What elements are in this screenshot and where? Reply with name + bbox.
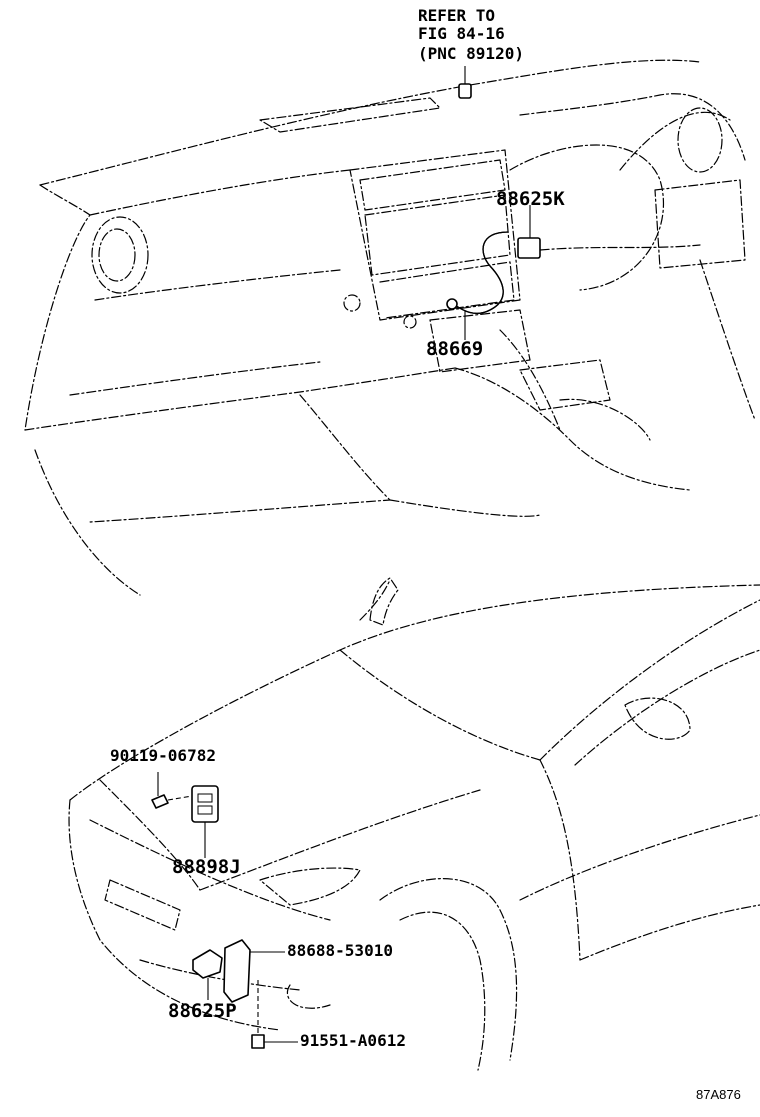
part-label-88898J: 88898J xyxy=(172,856,241,878)
part-label-88625P: 88625P xyxy=(168,1000,237,1022)
car-outline xyxy=(68,577,760,1071)
refer-to-part xyxy=(458,66,472,99)
sensor-88898J xyxy=(151,772,219,858)
part-label-88688-53010: 88688-53010 xyxy=(287,941,393,960)
figure-code: 87A876 xyxy=(696,1087,741,1102)
part-label-88625K: 88625K xyxy=(496,188,565,210)
part-label-91551-A0612: 91551-A0612 xyxy=(300,1031,406,1050)
refer-to-label-line1: REFER TO xyxy=(418,6,496,25)
part-label-88669: 88669 xyxy=(426,338,484,360)
refer-to-label-line2: FIG 84-16 xyxy=(418,24,505,43)
refer-to-label-line3: (PNC 89120) xyxy=(418,44,524,63)
dashboard-outline xyxy=(24,59,756,596)
sensor-88625P-assembly xyxy=(192,939,298,1049)
sensor-88625K-and-harness xyxy=(446,205,541,340)
part-label-90119-06782: 90119-06782 xyxy=(110,746,216,765)
